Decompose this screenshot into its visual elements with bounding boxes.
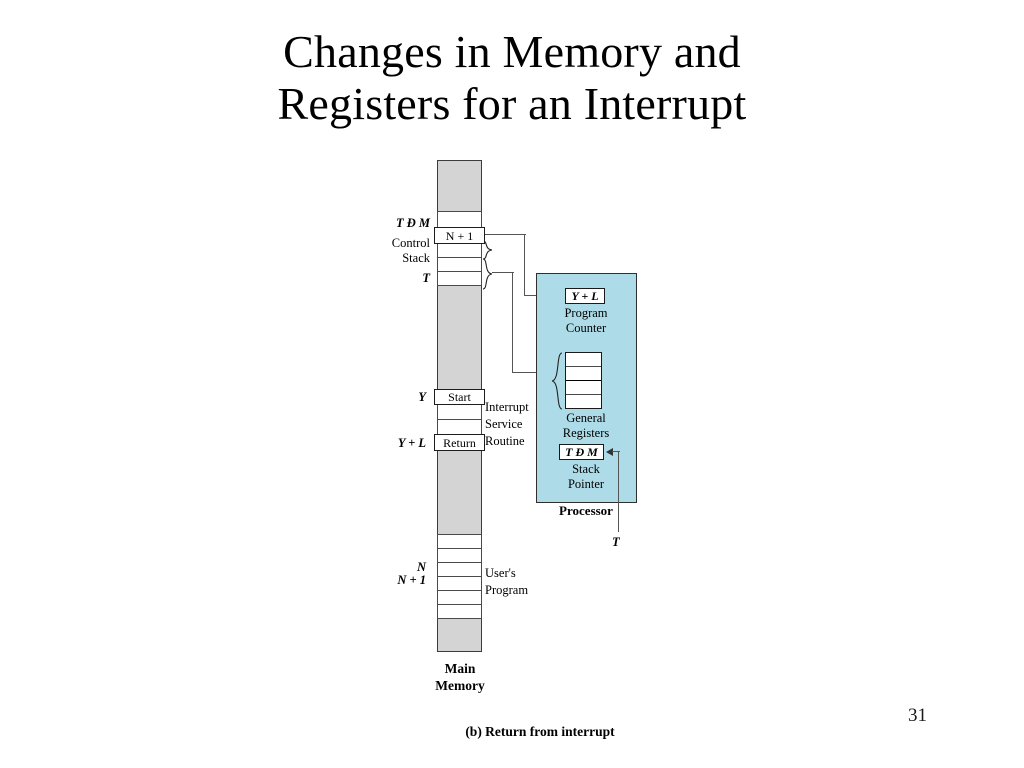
memory-cell-isr-body-2 xyxy=(437,419,482,435)
memory-cell-isr-return: Return xyxy=(434,434,485,451)
page-title: Changes in Memory and Registers for an I… xyxy=(62,26,962,129)
general-registers-divider-1 xyxy=(566,366,601,367)
program-counter-caption-line-2: Counter xyxy=(565,321,607,335)
brace-general-registers-icon xyxy=(551,352,563,410)
processor-caption: Processor xyxy=(559,503,613,518)
stack-pointer-value: T Ð M xyxy=(559,444,604,460)
brace-lower-icon xyxy=(482,258,493,290)
connector-registers-h2 xyxy=(512,372,554,374)
memory-cell-user-5 xyxy=(437,590,482,605)
general-registers-divider-2 xyxy=(566,380,601,382)
note-isr-line-1: Interrupt xyxy=(485,400,529,414)
brace-upper-icon xyxy=(482,240,493,260)
main-memory-caption-line-2: Memory xyxy=(435,678,485,694)
connector-stack-pointer-v xyxy=(618,451,620,532)
general-registers-caption-line-1: General xyxy=(566,411,606,425)
connector-return-address-v xyxy=(524,234,526,296)
general-registers-caption-line-2: Registers xyxy=(562,426,610,440)
label-external-stack-pointer: T xyxy=(612,535,620,549)
memory-cell-user-4 xyxy=(437,576,482,591)
connector-stack-pointer-h xyxy=(612,451,620,453)
connector-return-address-h1 xyxy=(485,234,526,236)
label-control-stack-line-2: Stack xyxy=(402,251,430,265)
memory-cell-user-1 xyxy=(437,534,482,549)
page-number: 31 xyxy=(908,705,927,726)
stack-pointer-caption-line-2: Pointer xyxy=(567,477,605,491)
label-isr-return-address: Y + L xyxy=(397,436,426,450)
memory-cell-user-6 xyxy=(437,604,482,619)
page-title-line-1: Changes in Memory and xyxy=(283,26,741,77)
label-isr-start-address: Y xyxy=(418,390,426,404)
memory-cell-user-2 xyxy=(437,548,482,563)
main-memory-caption: Main Memory xyxy=(405,660,515,695)
label-user-program-address-n: N xyxy=(416,560,426,574)
memory-cell-blank-top xyxy=(437,211,482,228)
program-counter-value: Y + L xyxy=(565,288,605,304)
connector-registers-h1 xyxy=(492,272,514,274)
note-isr-line-3: Routine xyxy=(485,434,525,448)
label-user-program-address-n-plus-1: N + 1 xyxy=(397,573,426,587)
label-control-stack-bottom-address: T xyxy=(422,271,430,285)
stack-pointer-caption-line-1: Stack xyxy=(572,462,600,476)
memory-cell-stack-2 xyxy=(437,257,482,272)
connector-registers-v xyxy=(512,272,514,373)
label-control-stack-line-1: Control xyxy=(391,236,430,250)
memory-cell-return-address: N + 1 xyxy=(434,227,485,244)
main-memory-caption-line-1: Main xyxy=(444,661,476,676)
program-counter-caption-line-1: Program xyxy=(564,306,608,320)
memory-cell-stack-1 xyxy=(437,243,482,258)
memory-cell-isr-start: Start xyxy=(434,389,485,405)
arrow-to-stack-pointer-icon xyxy=(606,448,613,456)
note-user-program-line-1: User's xyxy=(485,566,516,580)
page-title-line-2: Registers for an Interrupt xyxy=(277,77,747,129)
general-registers-box xyxy=(565,352,602,409)
label-control-stack-top-address: T Ð M xyxy=(395,216,430,230)
figure-caption: (b) Return from interrupt xyxy=(465,724,615,739)
note-user-program-line-2: Program xyxy=(485,583,529,597)
memory-cell-user-3 xyxy=(437,562,482,577)
general-registers-divider-3 xyxy=(566,394,601,395)
memory-cell-isr-body-1 xyxy=(437,404,482,420)
memory-cell-stack-3 xyxy=(437,271,482,286)
note-isr-line-2: Service xyxy=(485,417,523,431)
